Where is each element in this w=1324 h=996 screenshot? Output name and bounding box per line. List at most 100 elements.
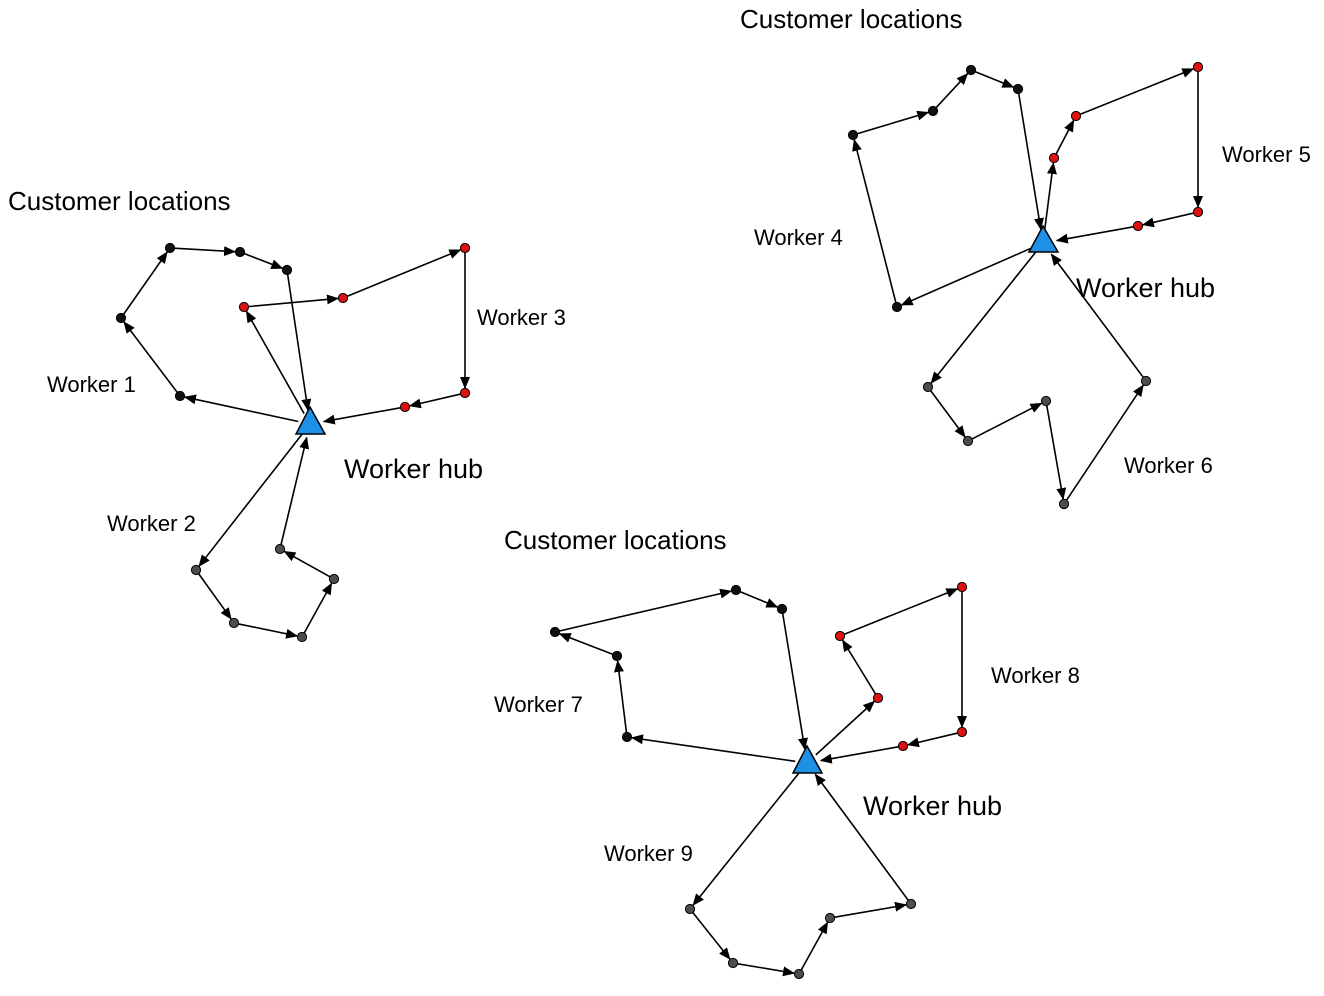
hub-label: Worker hub	[863, 791, 1002, 821]
hub-label: Worker hub	[1076, 273, 1215, 303]
route-arrow	[819, 745, 900, 764]
route-arrow	[613, 659, 628, 734]
route-arrow	[1055, 225, 1135, 244]
customer-stop	[549, 626, 561, 638]
cluster-title: Customer locations	[8, 186, 231, 216]
customer-stop	[611, 650, 623, 662]
route-arrow	[1141, 212, 1195, 228]
route-arrow	[243, 252, 284, 269]
route-arrow	[841, 639, 877, 696]
customer-stop	[956, 726, 968, 738]
route-label-worker-9: Worker 9	[604, 841, 693, 866]
route-arrow	[237, 623, 299, 639]
cluster-3: Customer locations Worker hub Worker 7 W…	[494, 525, 1080, 980]
cluster-2: Customer locations Worker hub Worker 4 W…	[740, 4, 1311, 510]
route-arrow	[1055, 119, 1075, 155]
route-arrow	[800, 921, 829, 971]
route-arrow	[303, 582, 333, 634]
customer-stop	[965, 64, 977, 76]
customer-stop	[115, 312, 127, 324]
customer-stop	[1058, 498, 1070, 510]
customer-stop	[1048, 152, 1060, 164]
customer-stops	[549, 581, 968, 980]
customer-stop	[228, 617, 240, 629]
customer-stop	[730, 584, 742, 596]
customer-stop	[459, 387, 471, 399]
route-arrow	[843, 588, 959, 636]
route-arrow	[739, 590, 779, 608]
customer-stop	[891, 301, 903, 313]
route-arrow	[198, 432, 304, 567]
customer-stop	[847, 129, 859, 141]
route-arrow	[1043, 161, 1057, 232]
customer-stops	[847, 61, 1204, 510]
customer-stop	[399, 401, 411, 413]
customer-stop	[834, 630, 846, 642]
route-arrow	[929, 389, 966, 438]
route-arrow	[183, 394, 299, 423]
customer-stop	[956, 581, 968, 593]
customer-stop	[281, 264, 293, 276]
route-label-worker-4: Worker 4	[754, 225, 843, 250]
route-arrow	[930, 251, 1037, 384]
route-arrow	[558, 633, 614, 656]
route-label-worker-7: Worker 7	[494, 692, 583, 717]
customer-stop	[905, 898, 917, 910]
customer-stop	[459, 242, 471, 254]
customer-stop	[1070, 110, 1082, 122]
customer-stop	[1040, 395, 1052, 407]
route-arrow	[736, 962, 796, 977]
route-label-worker-1: Worker 1	[47, 372, 136, 397]
customer-stop	[927, 105, 939, 117]
customer-stop	[190, 564, 202, 576]
route-arrow	[852, 138, 897, 304]
route-arrow	[1065, 384, 1144, 502]
route-arrow	[123, 321, 179, 394]
route-arrow	[781, 612, 808, 751]
customer-stop	[621, 731, 633, 743]
route-arrow	[971, 402, 1043, 440]
route-arrow	[692, 771, 801, 906]
customer-stop	[684, 903, 696, 915]
customer-stop	[897, 740, 909, 752]
route-arrow	[935, 72, 969, 109]
route-label-worker-3: Worker 3	[477, 305, 566, 330]
route-label-worker-2: Worker 2	[107, 511, 196, 536]
customer-stop	[962, 435, 974, 447]
route-label-worker-5: Worker 5	[1222, 142, 1311, 167]
worker-hub-triangle	[1027, 224, 1060, 253]
customer-stop	[328, 573, 340, 585]
route-arrow	[1045, 404, 1067, 501]
route-arrow	[630, 734, 796, 763]
customer-stop	[174, 390, 186, 402]
route-arrow	[322, 406, 402, 425]
customer-stop	[824, 912, 836, 924]
customer-stop	[337, 292, 349, 304]
route-arrow	[247, 294, 340, 308]
route-arrow	[197, 572, 232, 620]
route-label-worker-8: Worker 8	[991, 663, 1080, 688]
customer-stop	[1012, 83, 1024, 95]
customer-stop	[164, 242, 176, 254]
customer-stop	[922, 381, 934, 393]
customer-stop	[727, 957, 739, 969]
customer-stop	[776, 603, 788, 615]
customer-stop	[793, 968, 805, 980]
customer-stops	[115, 242, 471, 643]
cluster-title: Customer locations	[740, 4, 963, 34]
route-arrow	[1050, 253, 1145, 379]
route-arrow	[286, 273, 312, 412]
customer-stop	[1192, 61, 1204, 73]
customer-stop	[1140, 375, 1152, 387]
route-edges	[122, 246, 470, 639]
customer-stop	[1132, 220, 1144, 232]
cluster-title: Customer locations	[504, 525, 727, 555]
cluster-1: Customer locations Worker hub Worker 1 W…	[8, 186, 566, 643]
route-arrow	[245, 310, 305, 414]
route-arrow	[283, 550, 331, 578]
customer-stop	[274, 543, 286, 555]
route-arrow	[900, 247, 1033, 306]
route-label-worker-6: Worker 6	[1124, 453, 1213, 478]
route-arrow	[346, 249, 462, 298]
